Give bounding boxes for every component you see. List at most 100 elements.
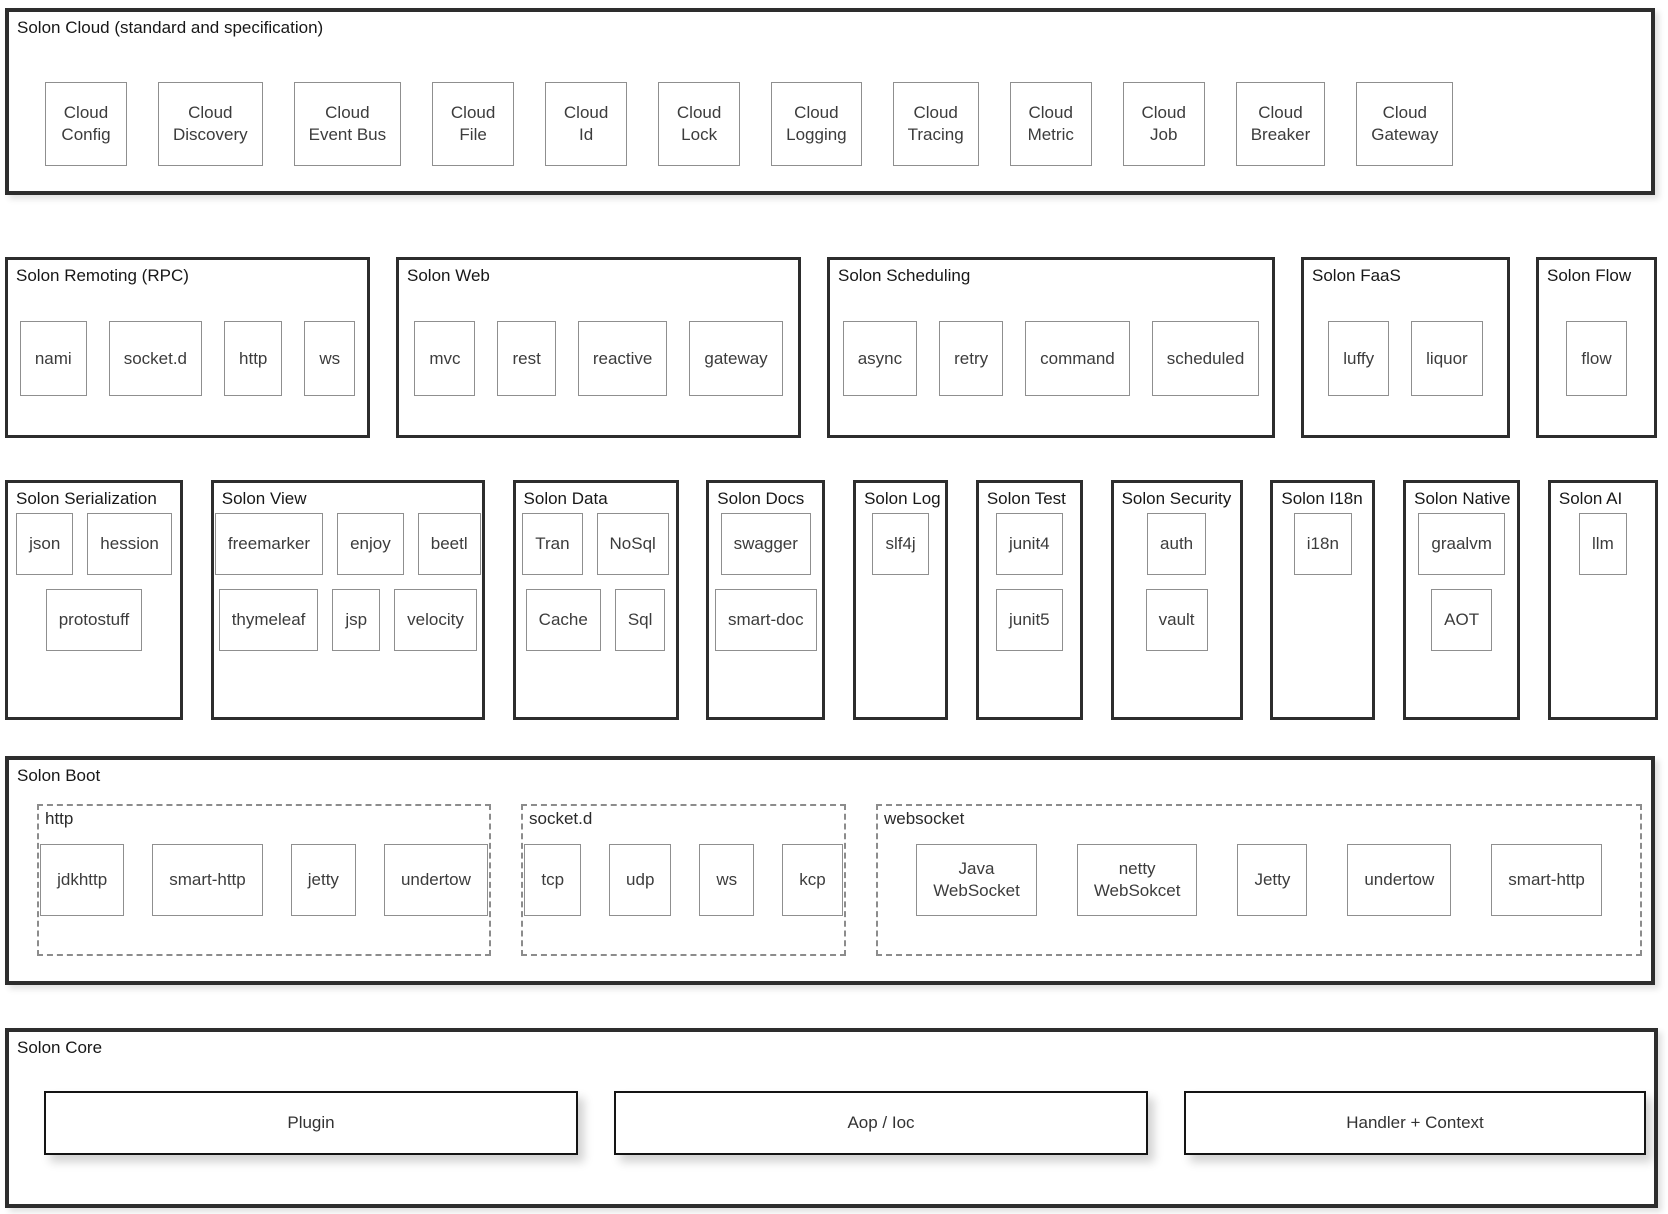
boot-group-socket-d: socket.d tcp udp ws kcp xyxy=(521,804,846,957)
module-box-cache: Cache xyxy=(525,589,601,652)
solon-security-title: Solon Security xyxy=(1121,489,1232,508)
panel-solon-docs: Solon Docs swagger smart-doc xyxy=(706,480,826,720)
solon-i18n-title: Solon I18n xyxy=(1281,489,1363,508)
solon-boot-title: Solon Boot xyxy=(17,766,101,785)
solon-web-title: Solon Web xyxy=(407,266,490,285)
module-box-undertow: undertow xyxy=(383,844,488,917)
core-modules-row: Plugin Aop / Ioc Handler + Context xyxy=(9,1091,1654,1156)
module-box-ws-jetty: Jetty xyxy=(1237,844,1308,917)
solon-docs-title: Solon Docs xyxy=(717,489,805,508)
module-box-jetty: jetty xyxy=(290,844,356,917)
section-solon-core: Solon Core Plugin Aop / Ioc Handler + Co… xyxy=(5,1028,1658,1208)
solon-core-title: Solon Core xyxy=(17,1038,103,1057)
module-box-llm: llm xyxy=(1579,513,1627,576)
module-box-nami: nami xyxy=(19,321,87,397)
boot-groups-row: http jdkhttp smart-http jetty undertow s… xyxy=(9,804,1651,957)
panel-solon-data: Solon Data Tran NoSql Cache Sql xyxy=(512,480,679,720)
solon-remoting-title: Solon Remoting (RPC) xyxy=(16,266,189,285)
module-box-thymeleaf: thymeleaf xyxy=(218,589,319,652)
solon-ai-title: Solon AI xyxy=(1558,489,1623,508)
module-box-tran: Tran xyxy=(522,513,583,576)
solon-data-title: Solon Data xyxy=(523,489,608,508)
panel-solon-web: Solon Web mvc rest reactive gateway xyxy=(396,257,801,438)
solon-view-title: Solon View xyxy=(221,489,307,508)
module-box-cloud-id: Cloud Id xyxy=(545,82,628,167)
module-box-liquor: liquor xyxy=(1411,321,1483,397)
features-row: Solon Serialization json hession protost… xyxy=(5,480,1658,720)
module-box-cloud-lock: Cloud Lock xyxy=(658,82,741,167)
module-box-swagger: swagger xyxy=(720,513,811,576)
solon-native-title: Solon Native xyxy=(1414,489,1511,508)
module-box-async: async xyxy=(842,321,918,397)
solon-faas-title: Solon FaaS xyxy=(1312,266,1401,285)
module-box-ws: ws xyxy=(304,321,356,397)
module-box-json: json xyxy=(16,513,74,576)
module-box-cloud-config: Cloud Config xyxy=(45,82,127,167)
core-box-aop-ioc: Aop / Ioc xyxy=(614,1091,1148,1156)
module-box-rest: rest xyxy=(497,321,556,397)
panel-solon-native: Solon Native graalvm AOT xyxy=(1403,480,1521,720)
section-solon-boot: Solon Boot http jdkhttp smart-http jetty… xyxy=(5,756,1655,985)
module-box-mvc: mvc xyxy=(414,321,476,397)
module-box-enjoy: enjoy xyxy=(337,513,404,576)
section-solon-cloud: Solon Cloud (standard and specification)… xyxy=(5,8,1655,195)
module-box-reactive: reactive xyxy=(577,321,668,397)
web-modules: mvc rest reactive gateway xyxy=(399,321,798,397)
panel-solon-ai: Solon AI llm xyxy=(1547,480,1658,720)
module-box-cloud-event-bus: Cloud Event Bus xyxy=(293,82,402,167)
module-box-jdkhttp: jdkhttp xyxy=(40,844,125,917)
module-box-smart-http: smart-http xyxy=(152,844,263,917)
module-box-http: http xyxy=(224,321,283,397)
cloud-modules-row: Cloud Config Cloud Discovery Cloud Event… xyxy=(9,82,1651,167)
module-box-gateway: gateway xyxy=(689,321,783,397)
module-box-cloud-tracing: Cloud Tracing xyxy=(892,82,979,167)
panel-solon-faas: Solon FaaS luffy liquor xyxy=(1301,257,1510,438)
core-box-plugin: Plugin xyxy=(44,1091,578,1156)
panel-solon-log: Solon Log slf4j xyxy=(853,480,949,720)
module-box-i18n: i18n xyxy=(1293,513,1352,576)
core-box-handler-context: Handler + Context xyxy=(1184,1091,1646,1156)
solon-scheduling-title: Solon Scheduling xyxy=(838,266,971,285)
boot-websocket-label: websocket xyxy=(884,809,965,829)
solon-cloud-title: Solon Cloud (standard and specification) xyxy=(17,18,324,37)
module-box-command: command xyxy=(1025,321,1130,397)
panel-solon-security: Solon Security auth vault xyxy=(1110,480,1243,720)
panel-solon-flow: Solon Flow flow xyxy=(1536,257,1657,438)
module-box-sql: Sql xyxy=(614,589,666,652)
module-box-flow: flow xyxy=(1566,321,1627,397)
module-box-cloud-discovery: Cloud Discovery xyxy=(158,82,263,167)
solon-log-title: Solon Log xyxy=(864,489,941,508)
module-box-graalvm: graalvm xyxy=(1418,513,1505,576)
panel-solon-view: Solon View freemarker enjoy beetl thymel… xyxy=(210,480,485,720)
flow-modules: flow xyxy=(1539,321,1654,397)
module-box-scheduled: scheduled xyxy=(1151,321,1260,397)
module-box-cloud-file: Cloud File xyxy=(432,82,515,167)
remoting-modules: nami socket.d http ws xyxy=(8,321,367,397)
solon-serialization-title: Solon Serialization xyxy=(16,489,157,508)
module-box-socket-d: socket.d xyxy=(108,321,203,397)
module-box-luffy: luffy xyxy=(1328,321,1390,397)
module-box-netty-websocket: netty WebSokcet xyxy=(1076,844,1198,917)
faas-modules: luffy liquor xyxy=(1304,321,1507,397)
module-box-udp: udp xyxy=(609,844,672,917)
module-box-cloud-logging: Cloud Logging xyxy=(771,82,862,167)
panel-solon-test: Solon Test junit4 junit5 xyxy=(975,480,1083,720)
module-box-velocity: velocity xyxy=(394,589,477,652)
module-box-vault: vault xyxy=(1145,589,1208,652)
scheduling-modules: async retry command scheduled xyxy=(830,321,1272,397)
module-box-auth: auth xyxy=(1147,513,1207,576)
module-box-junit4: junit4 xyxy=(996,513,1063,576)
module-box-cloud-job: Cloud Job xyxy=(1122,82,1205,167)
module-box-hession: hession xyxy=(87,513,172,576)
module-box-cloud-gateway: Cloud Gateway xyxy=(1356,82,1454,167)
module-box-junit5: junit5 xyxy=(996,589,1063,652)
module-box-cloud-metric: Cloud Metric xyxy=(1009,82,1092,167)
module-box-tcp: tcp xyxy=(524,844,582,917)
module-box-ws-undertow: undertow xyxy=(1347,844,1452,917)
module-box-java-websocket: Java WebSocket xyxy=(916,844,1037,917)
boot-group-websocket: websocket Java WebSocket netty WebSokcet… xyxy=(876,804,1642,957)
module-box-nosql: NoSql xyxy=(596,513,669,576)
middleware-row: Solon Remoting (RPC) nami socket.d http … xyxy=(5,257,1658,438)
module-box-jsp: jsp xyxy=(332,589,381,652)
